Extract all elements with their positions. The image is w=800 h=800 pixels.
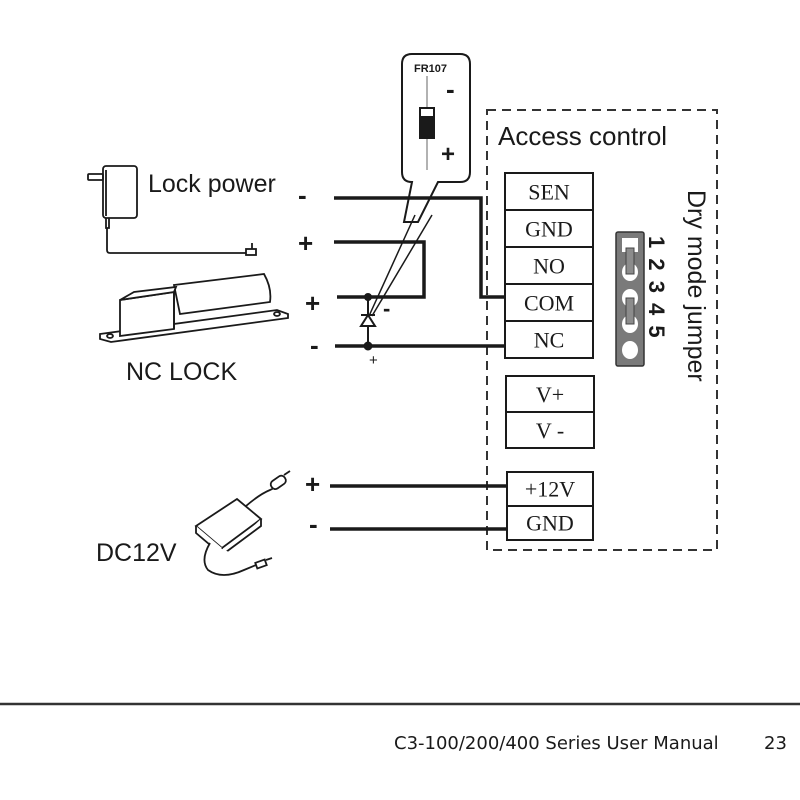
- dry-mode-jumper: 1 2 3 4 5 Dry mode jumper: [615, 190, 710, 382]
- access-control-border: [486, 109, 718, 551]
- wires: [330, 196, 507, 531]
- flyback-diode-symbol: [359, 293, 377, 351]
- terminal-v: V -: [536, 418, 564, 443]
- jumper-bridge-1-2: [625, 247, 635, 275]
- terminal-plus-12v: +12V: [525, 476, 575, 501]
- power-in-terminal-block: +12V GND: [506, 471, 594, 541]
- callout-pointer-line: [371, 214, 433, 317]
- wire-lock-power-minus-to-com: [334, 196, 505, 299]
- wire-lock-power-plus-to-lock-plus: [334, 240, 426, 299]
- power-out-terminal-block: V+ V -: [505, 375, 595, 449]
- diode-minus-label: -: [446, 74, 455, 104]
- diode-part-number: FR107: [414, 63, 447, 75]
- flyback-diode-plus: +: [369, 352, 378, 369]
- dc12v-plus: +: [305, 469, 320, 499]
- nc-lock-icon: [99, 273, 289, 343]
- diode-callout: FR107 - +: [368, 53, 471, 317]
- terminal-gnd: GND: [525, 217, 573, 242]
- nc-lock-label: NC LOCK: [126, 358, 237, 386]
- access-control-title: Access control: [498, 121, 667, 151]
- footer-page-number: 23: [764, 733, 787, 754]
- nc-lock-minus: -: [310, 330, 319, 360]
- flyback-diode-minus: -: [383, 296, 390, 321]
- dc12v-label: DC12V: [96, 539, 177, 567]
- dc12v-minus: -: [309, 509, 318, 539]
- jumper-label: Dry mode jumper: [682, 190, 710, 382]
- footer-manual-title: C3-100/200/400 Series User Manual: [394, 733, 719, 754]
- terminal-v: V+: [536, 382, 564, 407]
- callout-pointer-line: [368, 214, 416, 317]
- terminal-nc: NC: [534, 328, 565, 353]
- access-control-box: Access control: [486, 109, 718, 551]
- terminal-no: NO: [533, 254, 565, 279]
- relay-block-frame: [504, 172, 594, 359]
- lock-power-plus: +: [298, 228, 313, 258]
- terminal-gnd: GND: [526, 510, 574, 535]
- diode-plus-label: +: [441, 141, 455, 168]
- jumper-bridge-3-4: [625, 297, 635, 325]
- callout-bubble: [401, 53, 471, 223]
- diode-band: [421, 109, 433, 116]
- lock-power-label: Lock power: [148, 170, 276, 198]
- relay-terminal-block: SEN GND NO COM NC: [504, 172, 594, 359]
- terminal-sen: SEN: [528, 180, 570, 205]
- dc12v-adapter-icon: [194, 470, 291, 576]
- lock-power-minus: -: [298, 180, 307, 210]
- lock-power-adapter-icon: [87, 165, 257, 256]
- nc-lock-plus: +: [305, 288, 320, 318]
- jumper-pin-5: [622, 341, 638, 359]
- jumper-pin-numbers: 1 2 3 4 5: [644, 236, 669, 340]
- terminal-com: COM: [524, 291, 574, 316]
